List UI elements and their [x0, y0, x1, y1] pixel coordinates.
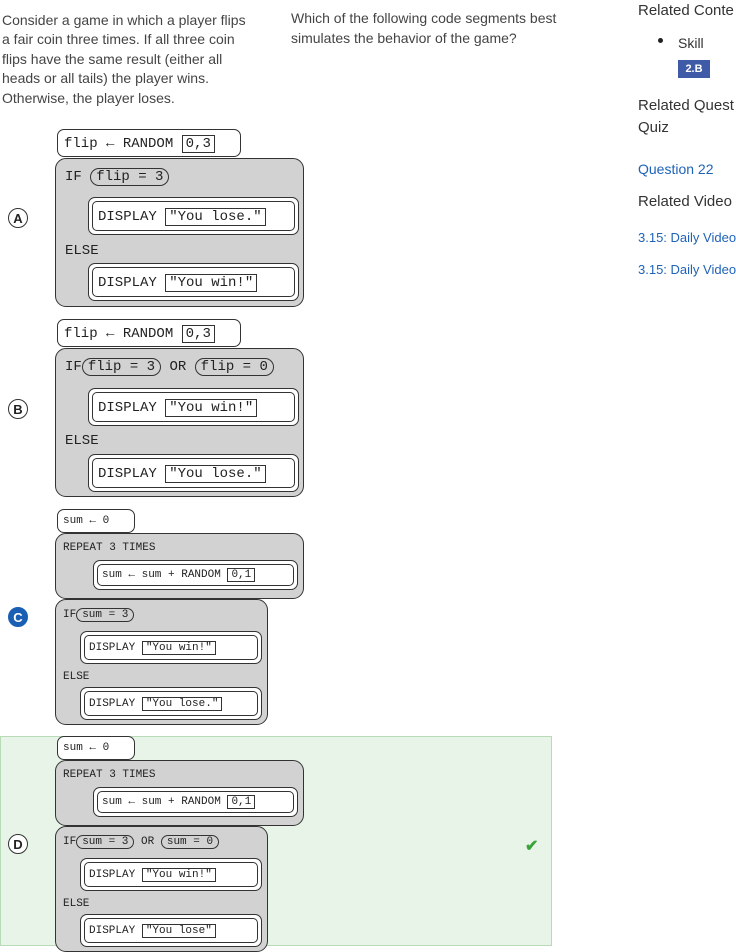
question-stem: Consider a game in which a player flips … — [2, 12, 246, 106]
then-display: DISPLAY "You lose." — [88, 197, 299, 235]
else-label: ELSE — [65, 433, 99, 449]
bullet-icon — [658, 38, 663, 43]
assign-block: flip ← RANDOM 0,3 — [57, 129, 241, 157]
then-display: DISPLAY "You win!" — [88, 388, 299, 426]
check-icon: ✔ — [525, 838, 539, 855]
assign-line: flip ← RANDOM 0,3 — [64, 325, 215, 343]
repeat-body: sum ← sum + RANDOM 0,1 — [93, 560, 298, 590]
repeat-block: REPEAT 3 TIMES sum ← sum + RANDOM 0,1 — [55, 533, 304, 599]
question-prompt: Which of the following code segments bes… — [291, 10, 557, 46]
else-display: DISPLAY "You lose." — [80, 687, 262, 720]
quiz-label: Quiz — [638, 119, 669, 136]
else-display: DISPLAY "You lose." — [88, 454, 299, 492]
related-videos-heading: Related Video — [638, 193, 732, 210]
option-d-radio[interactable]: D — [8, 834, 28, 854]
repeat-body: sum ← sum + RANDOM 0,1 — [93, 787, 298, 817]
option-b-radio[interactable]: B — [8, 399, 28, 419]
skill-label: Skill — [678, 35, 704, 51]
then-display: DISPLAY "You win!" — [80, 858, 262, 891]
init-block: sum ← 0 — [57, 736, 135, 760]
video-link-1[interactable]: 3.15: Daily Video — [638, 230, 736, 245]
init-block: sum ← 0 — [57, 509, 135, 533]
skill-badge[interactable]: 2.B — [678, 60, 710, 78]
option-a-radio[interactable]: A — [8, 208, 28, 228]
related-content-heading: Related Conte — [638, 2, 734, 19]
option-c-radio-selected[interactable]: C — [8, 607, 28, 627]
if-block: IF flip = 3 DISPLAY "You lose." ELSE DIS… — [55, 158, 304, 307]
assign-line: flip ← RANDOM 0,3 — [64, 135, 215, 153]
question-22-link[interactable]: Question 22 — [638, 161, 714, 177]
related-questions-heading: Related Quest — [638, 97, 734, 114]
repeat-block: REPEAT 3 TIMES sum ← sum + RANDOM 0,1 — [55, 760, 304, 826]
else-label: ELSE — [65, 243, 99, 259]
if-line: IF flip = 3 — [65, 168, 170, 186]
assign-block: flip ← RANDOM 0,3 — [57, 319, 241, 347]
else-display: DISPLAY "You win!" — [88, 263, 299, 301]
video-link-2[interactable]: 3.15: Daily Video — [638, 262, 736, 277]
then-display: DISPLAY "You win!" — [80, 631, 262, 664]
else-display: DISPLAY "You lose" — [80, 914, 262, 947]
